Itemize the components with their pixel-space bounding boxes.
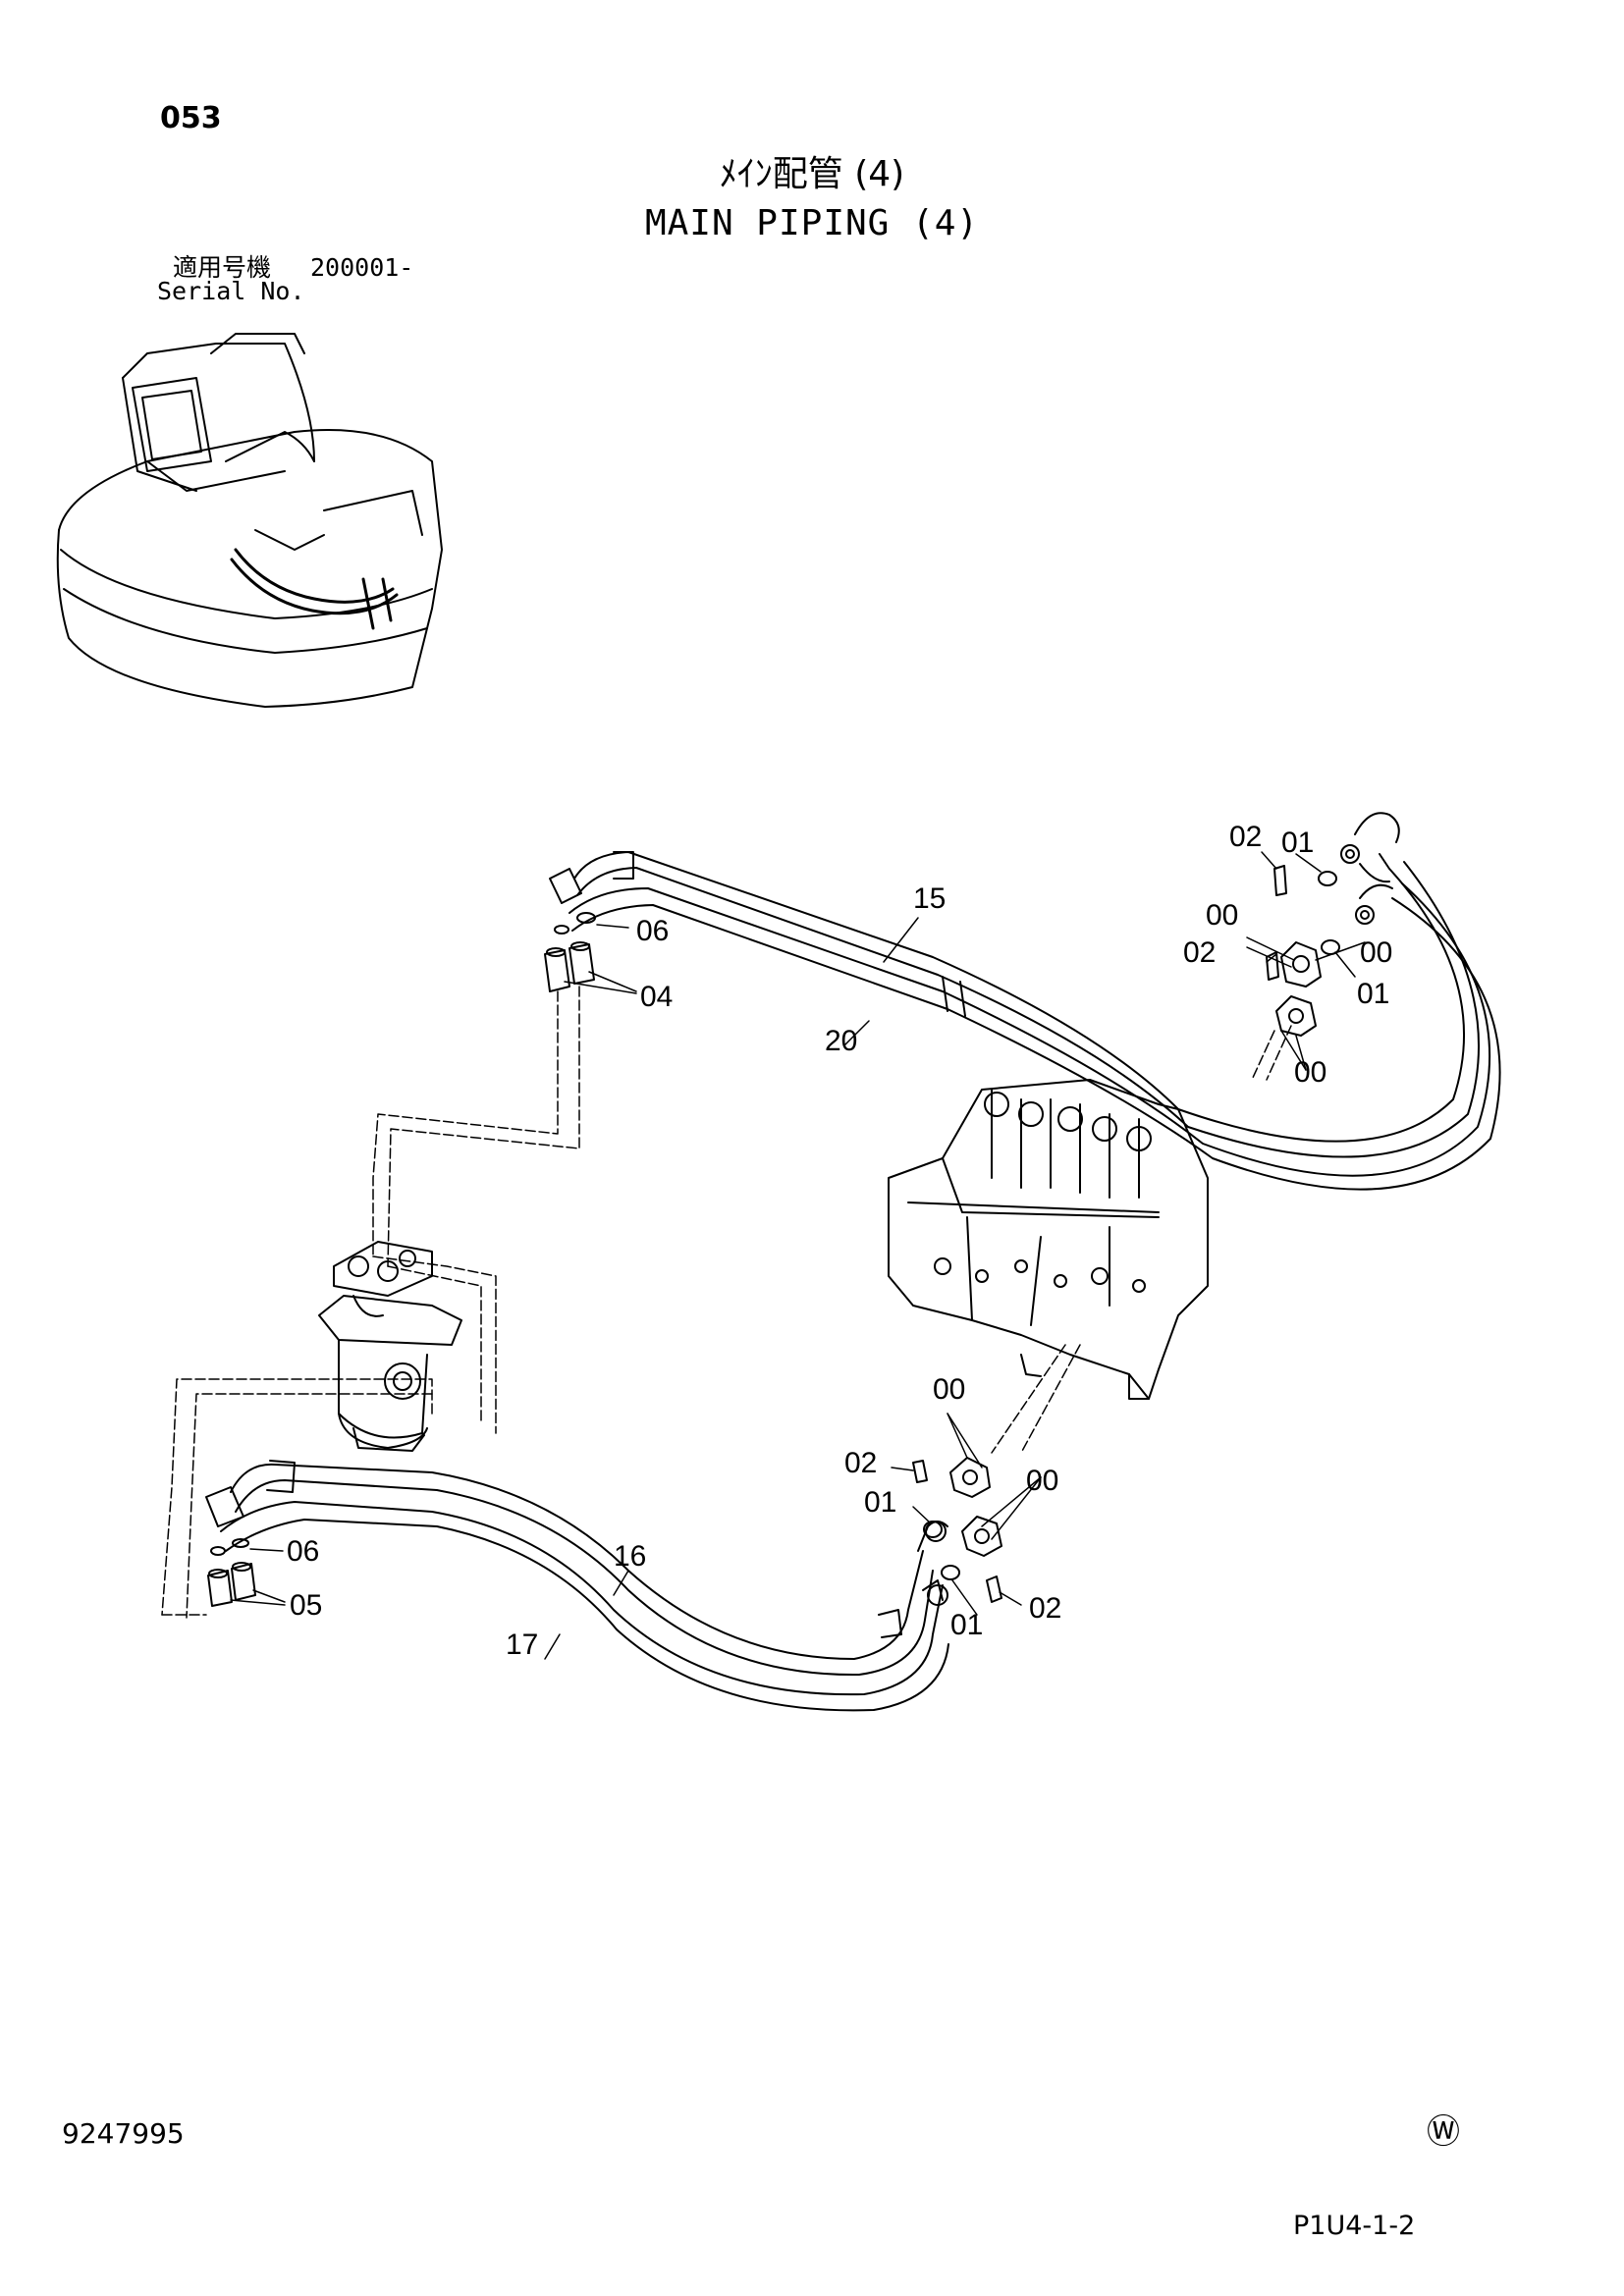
- machine-overview-illustration: [56, 333, 443, 708]
- callout-02-bot1: 02: [844, 1447, 877, 1479]
- callout-06-bottom: 06: [287, 1535, 319, 1568]
- callout-02-bot2: 02: [1029, 1592, 1061, 1625]
- callout-00-bot1: 00: [933, 1373, 965, 1406]
- callout-04: 04: [640, 981, 673, 1013]
- callout-00-below: 00: [1294, 1056, 1326, 1089]
- callout-02-top: 02: [1229, 821, 1262, 853]
- title-english: MAIN PIPING (4): [644, 203, 980, 243]
- w-mark-symbol: Ⓦ: [1427, 2112, 1460, 2152]
- callout-20: 20: [825, 1025, 857, 1057]
- swivel-joint: [318, 1241, 462, 1452]
- callout-02-mid: 02: [1183, 936, 1216, 969]
- document-number: 9247995: [62, 2117, 185, 2150]
- fittings-05-06-bottom: [207, 1538, 286, 1607]
- serial-label-japanese: 適用号機: [173, 253, 272, 282]
- leader-lines: [544, 851, 1366, 1660]
- serial-label-english: Serial No.: [157, 277, 305, 305]
- serial-number-value: 200001-: [310, 253, 414, 282]
- page-number: 053: [160, 101, 222, 135]
- hose-15-20: [549, 812, 1501, 1191]
- callout-01-bot1: 01: [864, 1486, 896, 1519]
- callout-00-bot2: 00: [1026, 1465, 1058, 1497]
- fittings-04-06-top: [544, 912, 637, 994]
- hidden-routing-lines: [161, 986, 1292, 1619]
- hose-16-17: [205, 1460, 949, 1712]
- callout-01-top: 01: [1281, 827, 1314, 859]
- title-japanese: ﾒｲﾝ配管 (4): [719, 154, 905, 194]
- callout-06-top: 06: [636, 915, 669, 947]
- callout-00-top: 00: [1206, 899, 1238, 932]
- callout-15: 15: [913, 882, 946, 915]
- flange-parts-top-right: [1246, 865, 1340, 1071]
- control-valve: [888, 1079, 1209, 1400]
- callout-16: 16: [614, 1540, 646, 1573]
- callout-00-right: 00: [1360, 936, 1392, 969]
- flange-parts-bottom: [891, 1413, 1042, 1603]
- callout-05: 05: [290, 1589, 322, 1622]
- callout-17: 17: [506, 1629, 538, 1661]
- callout-01-mid: 01: [1357, 978, 1389, 1010]
- callout-01-bot2: 01: [950, 1609, 983, 1641]
- callout-labels: 02 01 00 00 02 01 00 15 20 06 04 00 02 0…: [287, 821, 1392, 1661]
- sheet-code: P1U4-1-2: [1293, 2211, 1416, 2241]
